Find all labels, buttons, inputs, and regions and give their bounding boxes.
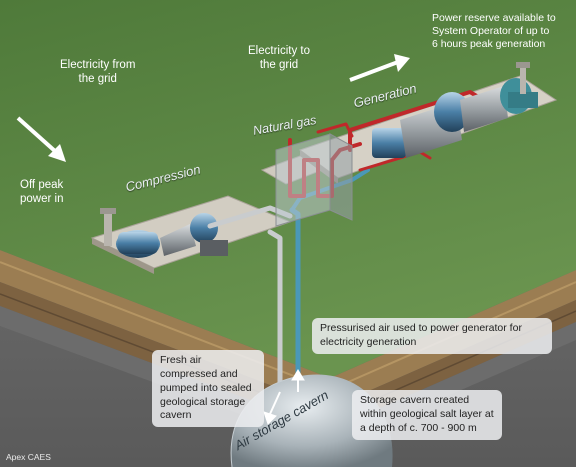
grid-arrows: [16, 54, 410, 162]
generation-train: [372, 62, 538, 158]
heat-exchanger-building: [275, 133, 353, 227]
compressor-unit: [100, 208, 228, 258]
electricity-from-grid-label: Electricity from the grid: [60, 59, 136, 86]
fresh-air-callout: Fresh air compressed and pumped into sea…: [152, 350, 264, 428]
pressurised-air-callout: Pressurised air used to power generator …: [312, 318, 552, 354]
cavern-arrows: [263, 369, 305, 425]
brand-label: Apex CAES: [6, 452, 51, 462]
electricity-to-grid-label: Electricity to the grid: [248, 45, 310, 72]
power-reserve-label: Power reserve available to System Operat…: [432, 12, 556, 51]
off-peak-label: Off peak power in: [20, 179, 64, 206]
storage-cavern-callout: Storage cavern created within geological…: [352, 390, 502, 440]
